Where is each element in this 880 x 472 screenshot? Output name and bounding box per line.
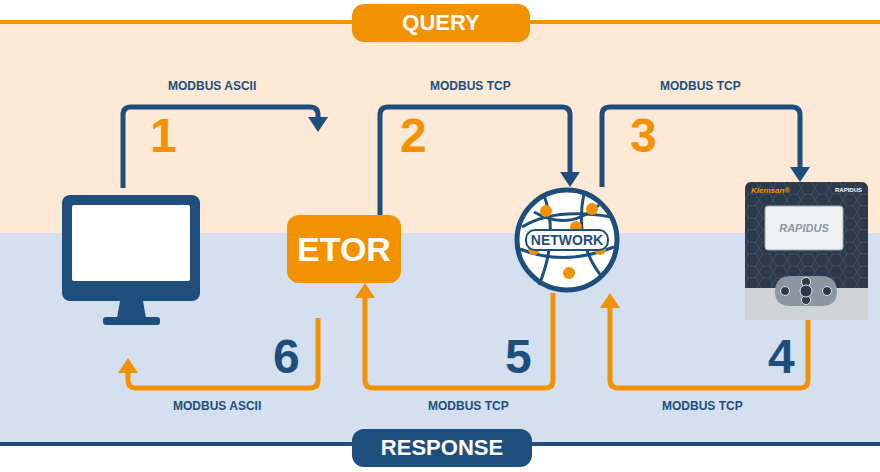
model-text: RAPIDUS (835, 187, 862, 193)
network-circle: NETWORK (514, 187, 620, 293)
protocol-label: MODBUS TCP (660, 80, 741, 92)
node-title: ETOR (297, 230, 391, 269)
callout-number: 1 (150, 112, 177, 160)
protocol-label: MODBUS ASCII (168, 80, 256, 92)
brand-text: Klemsan® (751, 186, 790, 195)
computer-monitor (62, 195, 200, 325)
protocol-label: MODBUS TCP (662, 400, 743, 412)
query-pill: QUERY (352, 4, 530, 42)
callout-number: 5 (505, 333, 532, 381)
protocol-label: MODBUS TCP (430, 80, 511, 92)
protocol-label: MODBUS TCP (428, 400, 509, 412)
arrow-query-ascii (123, 107, 328, 188)
meter-device: Klemsan® RAPIDUS RAPIDUS (745, 182, 868, 320)
arrow-response-ascii (118, 318, 318, 388)
callout-number: 6 (273, 333, 300, 381)
screen-text: RAPIDUS (765, 206, 843, 250)
connector-arrow (602, 107, 810, 187)
node-title: RESPONSE (381, 435, 503, 461)
callout-number: 2 (400, 112, 427, 160)
protocol-label: MODBUS ASCII (173, 400, 261, 412)
callout-number: 3 (630, 112, 657, 160)
callout-number: 4 (768, 333, 795, 381)
network-label: NETWORK (525, 229, 609, 251)
connector-arrow (355, 283, 553, 388)
response-pill: RESPONSE (352, 429, 532, 467)
gateway-box: ETOR (287, 215, 401, 283)
meter-body (745, 182, 868, 320)
node-title: QUERY (402, 10, 479, 36)
